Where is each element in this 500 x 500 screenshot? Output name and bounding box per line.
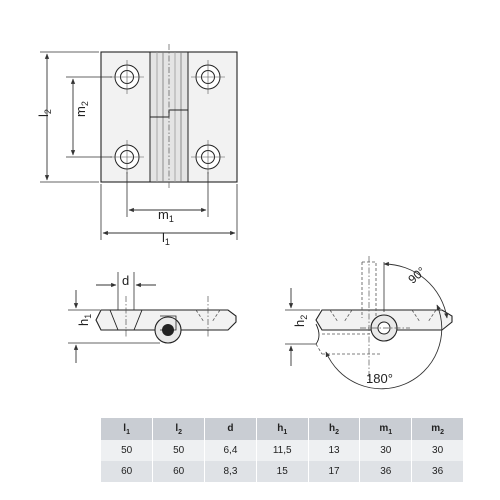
column-header: m1 [359, 418, 413, 440]
label-m1: m1 [158, 207, 174, 224]
column-header: l2 [152, 418, 206, 440]
hinge-side-view-flat: d h1 [68, 272, 237, 363]
dimensions-table: l1 l2 d h1 h2 m1 m2 50 50 6,4 11,5 13 30… [101, 418, 464, 482]
column-header: h2 [308, 418, 361, 440]
table-cell: 30 [411, 440, 464, 461]
table-row: 60 60 8,3 15 17 36 36 [101, 461, 464, 482]
table-cell: 13 [308, 440, 361, 461]
table-cell: 6,4 [204, 440, 257, 461]
label-h1: h1 [76, 314, 93, 326]
column-header: l1 [101, 418, 154, 440]
label-h2: h2 [292, 315, 309, 327]
table-cell: 36 [359, 461, 413, 482]
label-l1: l1 [162, 230, 170, 247]
hinge-top-view: l2 m2 m1 l1 [36, 44, 238, 247]
label-angle-90: 90° [405, 264, 428, 287]
table-cell: 50 [152, 440, 206, 461]
table-cell: 17 [308, 461, 361, 482]
table-header-row: l1 l2 d h1 h2 m1 m2 [101, 418, 464, 440]
table-cell: 15 [256, 461, 309, 482]
angle-arc-180 [325, 304, 443, 390]
column-header: d [204, 418, 257, 440]
table-cell: 8,3 [204, 461, 257, 482]
label-d: d [122, 273, 129, 288]
table-cell: 60 [101, 461, 154, 482]
hinge-side-view-rotation: 90° 180° h2 [285, 256, 453, 390]
angle-arc-90 [383, 261, 449, 319]
label-m2: m2 [73, 101, 90, 117]
table-cell: 60 [152, 461, 206, 482]
column-header: h1 [256, 418, 309, 440]
hinge-technical-drawing: l2 m2 m1 l1 d [36, 44, 453, 390]
label-angle-180: 180° [366, 371, 393, 386]
label-l2: l2 [36, 109, 53, 117]
column-header: m2 [411, 418, 464, 440]
table-cell: 36 [411, 461, 464, 482]
table-cell: 30 [359, 440, 413, 461]
table-cell: 50 [101, 440, 154, 461]
table-cell: 11,5 [256, 440, 309, 461]
table-row: 50 50 6,4 11,5 13 30 30 [101, 440, 464, 461]
